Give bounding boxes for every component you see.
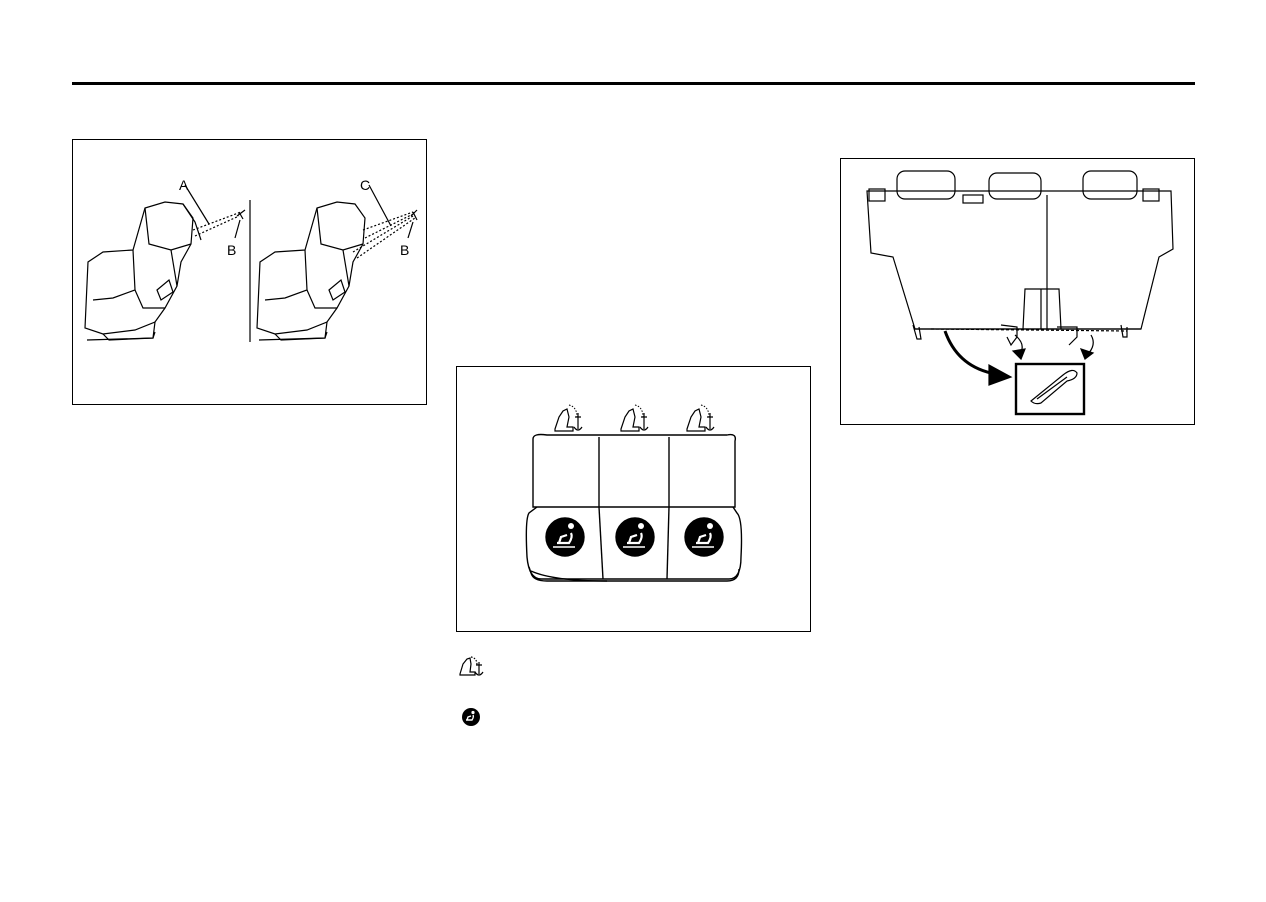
rear-seatback <box>866 170 1174 347</box>
arrow-icon <box>1011 348 1026 361</box>
isofix-anchor-icon <box>684 517 724 557</box>
top-tether-anchor-icon <box>458 656 486 683</box>
callout-c: C <box>360 177 370 193</box>
anchor-bar-icon <box>1030 369 1078 405</box>
rear-bench-seat <box>525 433 743 582</box>
top-tether-anchor-icon <box>554 404 583 432</box>
anchor-detail-box <box>1014 362 1086 416</box>
rear-seat-anchor-figure <box>840 158 1195 425</box>
top-tether-anchor-icon <box>620 404 649 432</box>
isofix-anchor-icon <box>615 517 655 557</box>
isofix-anchor-icon <box>545 517 585 557</box>
top-tether-anchor-icon <box>686 404 715 432</box>
child-seat-single-tether <box>84 201 202 341</box>
arrow-icon <box>988 363 1013 386</box>
bench-anchors-figure <box>456 366 811 632</box>
callout-b-left: B <box>227 242 236 258</box>
child-seat-double-tether <box>256 201 366 341</box>
header-rule <box>72 82 1195 85</box>
arrow-icon <box>1079 348 1095 360</box>
callout-b-right: B <box>400 242 409 258</box>
isofix-anchor-icon <box>461 707 481 732</box>
tether-figure: A B C B <box>72 139 427 405</box>
callout-a: A <box>179 177 189 193</box>
